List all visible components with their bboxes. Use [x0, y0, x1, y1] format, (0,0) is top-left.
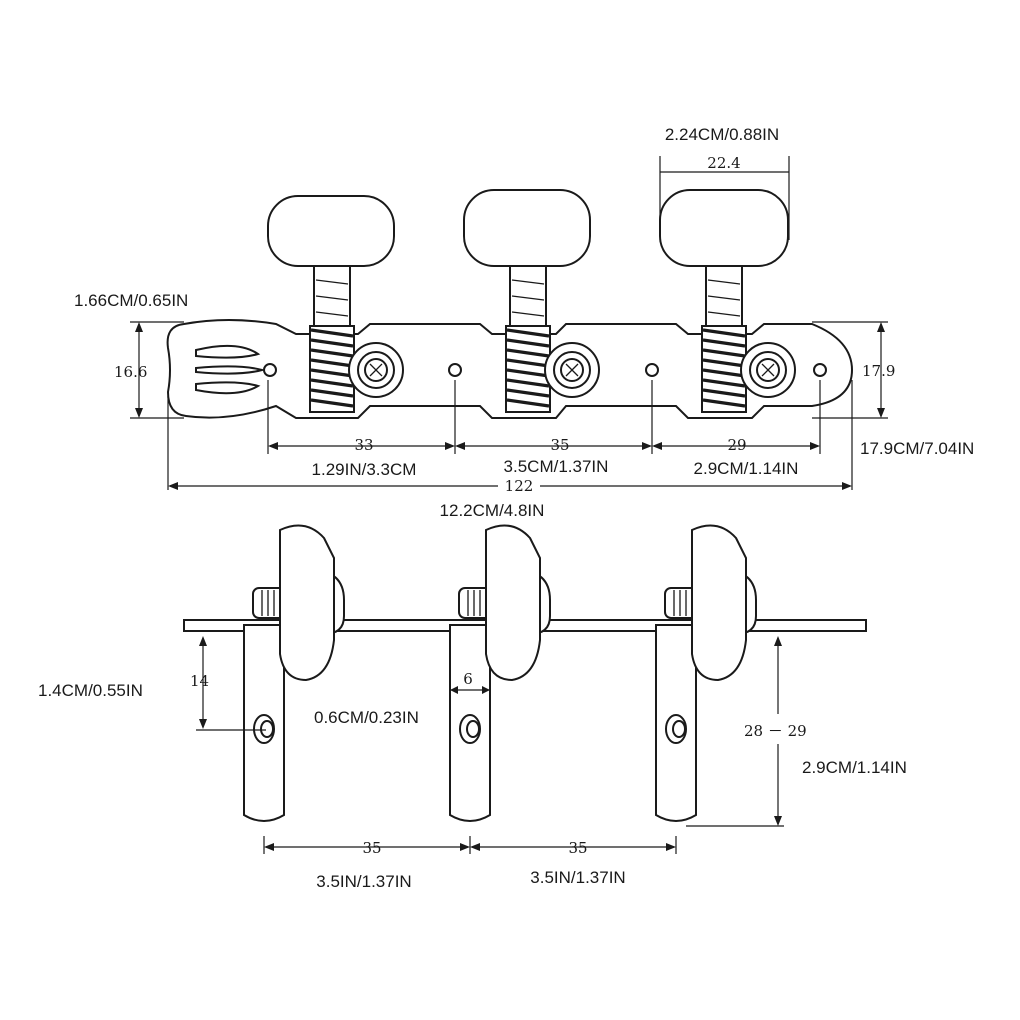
- screw-1: [348, 342, 404, 398]
- dim-spacing-row: [267, 380, 821, 454]
- mount-hole-1: [263, 363, 277, 377]
- shaft-length-label: 2.9CM/1.14IN: [802, 758, 907, 777]
- spacing-2-mm: 35: [550, 436, 569, 454]
- left-height-label: 1.66CM/0.65IN: [74, 291, 188, 310]
- dim-key-width: [659, 156, 790, 240]
- dim-hole-offset: [196, 636, 266, 731]
- mount-hole-2: [448, 363, 462, 377]
- dim-right-height: [812, 321, 888, 419]
- hole-offset-mm: 14: [190, 672, 209, 690]
- right-height-label: 17.9CM/7.04IN: [860, 439, 974, 458]
- spring-3: [700, 324, 748, 414]
- spring-1: [308, 324, 356, 414]
- hole-offset-label: 1.4CM/0.55IN: [38, 681, 143, 700]
- mount-hole-4: [813, 363, 827, 377]
- side-spacing-2-label: 3.5IN/1.37IN: [530, 868, 625, 887]
- spacing-2-label: 3.5CM/1.37IN: [504, 457, 609, 476]
- dim-total-length: [167, 380, 853, 490]
- side-spacing-1-label: 3.5IN/1.37IN: [316, 872, 411, 891]
- end-cutouts: [195, 344, 266, 395]
- screw-3: [740, 342, 796, 398]
- dim-left-height: [130, 321, 184, 419]
- key-width-mm: 22.4: [707, 154, 740, 172]
- mount-hole-3: [645, 363, 659, 377]
- shaft-diameter-mm: 6: [463, 670, 473, 688]
- spacing-1-label: 1.29IN/3.3CM: [312, 460, 417, 479]
- shaft-diameter-label: 0.6CM/0.23IN: [314, 708, 419, 727]
- side-spacing-1-mm: 35: [362, 839, 381, 857]
- side-post-3: [655, 624, 697, 822]
- key-width-label: 2.24CM/0.88IN: [665, 125, 779, 144]
- spacing-1-mm: 33: [354, 436, 373, 454]
- dim-side-spacing: [263, 836, 677, 854]
- tuner-key-1: [267, 195, 395, 267]
- side-spacing-2-mm: 35: [568, 839, 587, 857]
- left-height-mm: 16.6: [114, 363, 147, 381]
- side-post-1: [243, 624, 285, 822]
- right-height-mm: 17.9: [862, 362, 895, 380]
- shaft-length-mm: 28 － 29: [744, 722, 807, 740]
- side-post-2: [449, 624, 491, 822]
- tuner-key-2: [463, 189, 591, 267]
- spring-2: [504, 324, 552, 414]
- total-length-mm: 122: [505, 477, 534, 495]
- side-view: 14 1.4CM/0.55IN 6 0.6CM/0.23IN 28 － 29 2…: [38, 524, 907, 891]
- dim-shaft-diameter: [450, 686, 490, 694]
- dim-shaft-length: [686, 636, 784, 827]
- spacing-3-label: 2.9CM/1.14IN: [694, 459, 799, 478]
- tuner-key-3: [659, 189, 789, 267]
- total-length-label: 12.2CM/4.8IN: [440, 501, 545, 520]
- top-view: 22.4 2.24CM/0.88IN 16.6 1.66CM/0.65IN 17…: [74, 125, 974, 520]
- spacing-3-mm: 29: [727, 436, 746, 454]
- screw-2: [544, 342, 600, 398]
